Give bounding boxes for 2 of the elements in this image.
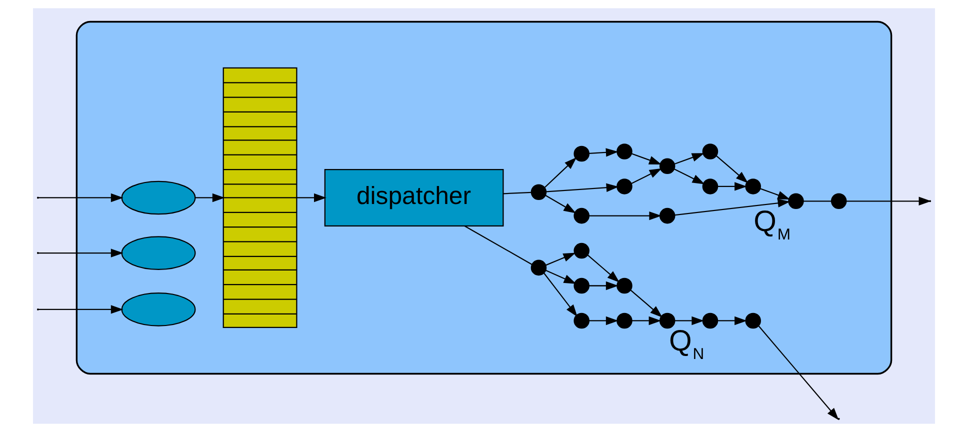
node-label: Q$_{M}$ bbox=[754, 204, 791, 244]
node-label: Q$_{N}$ bbox=[669, 324, 704, 363]
